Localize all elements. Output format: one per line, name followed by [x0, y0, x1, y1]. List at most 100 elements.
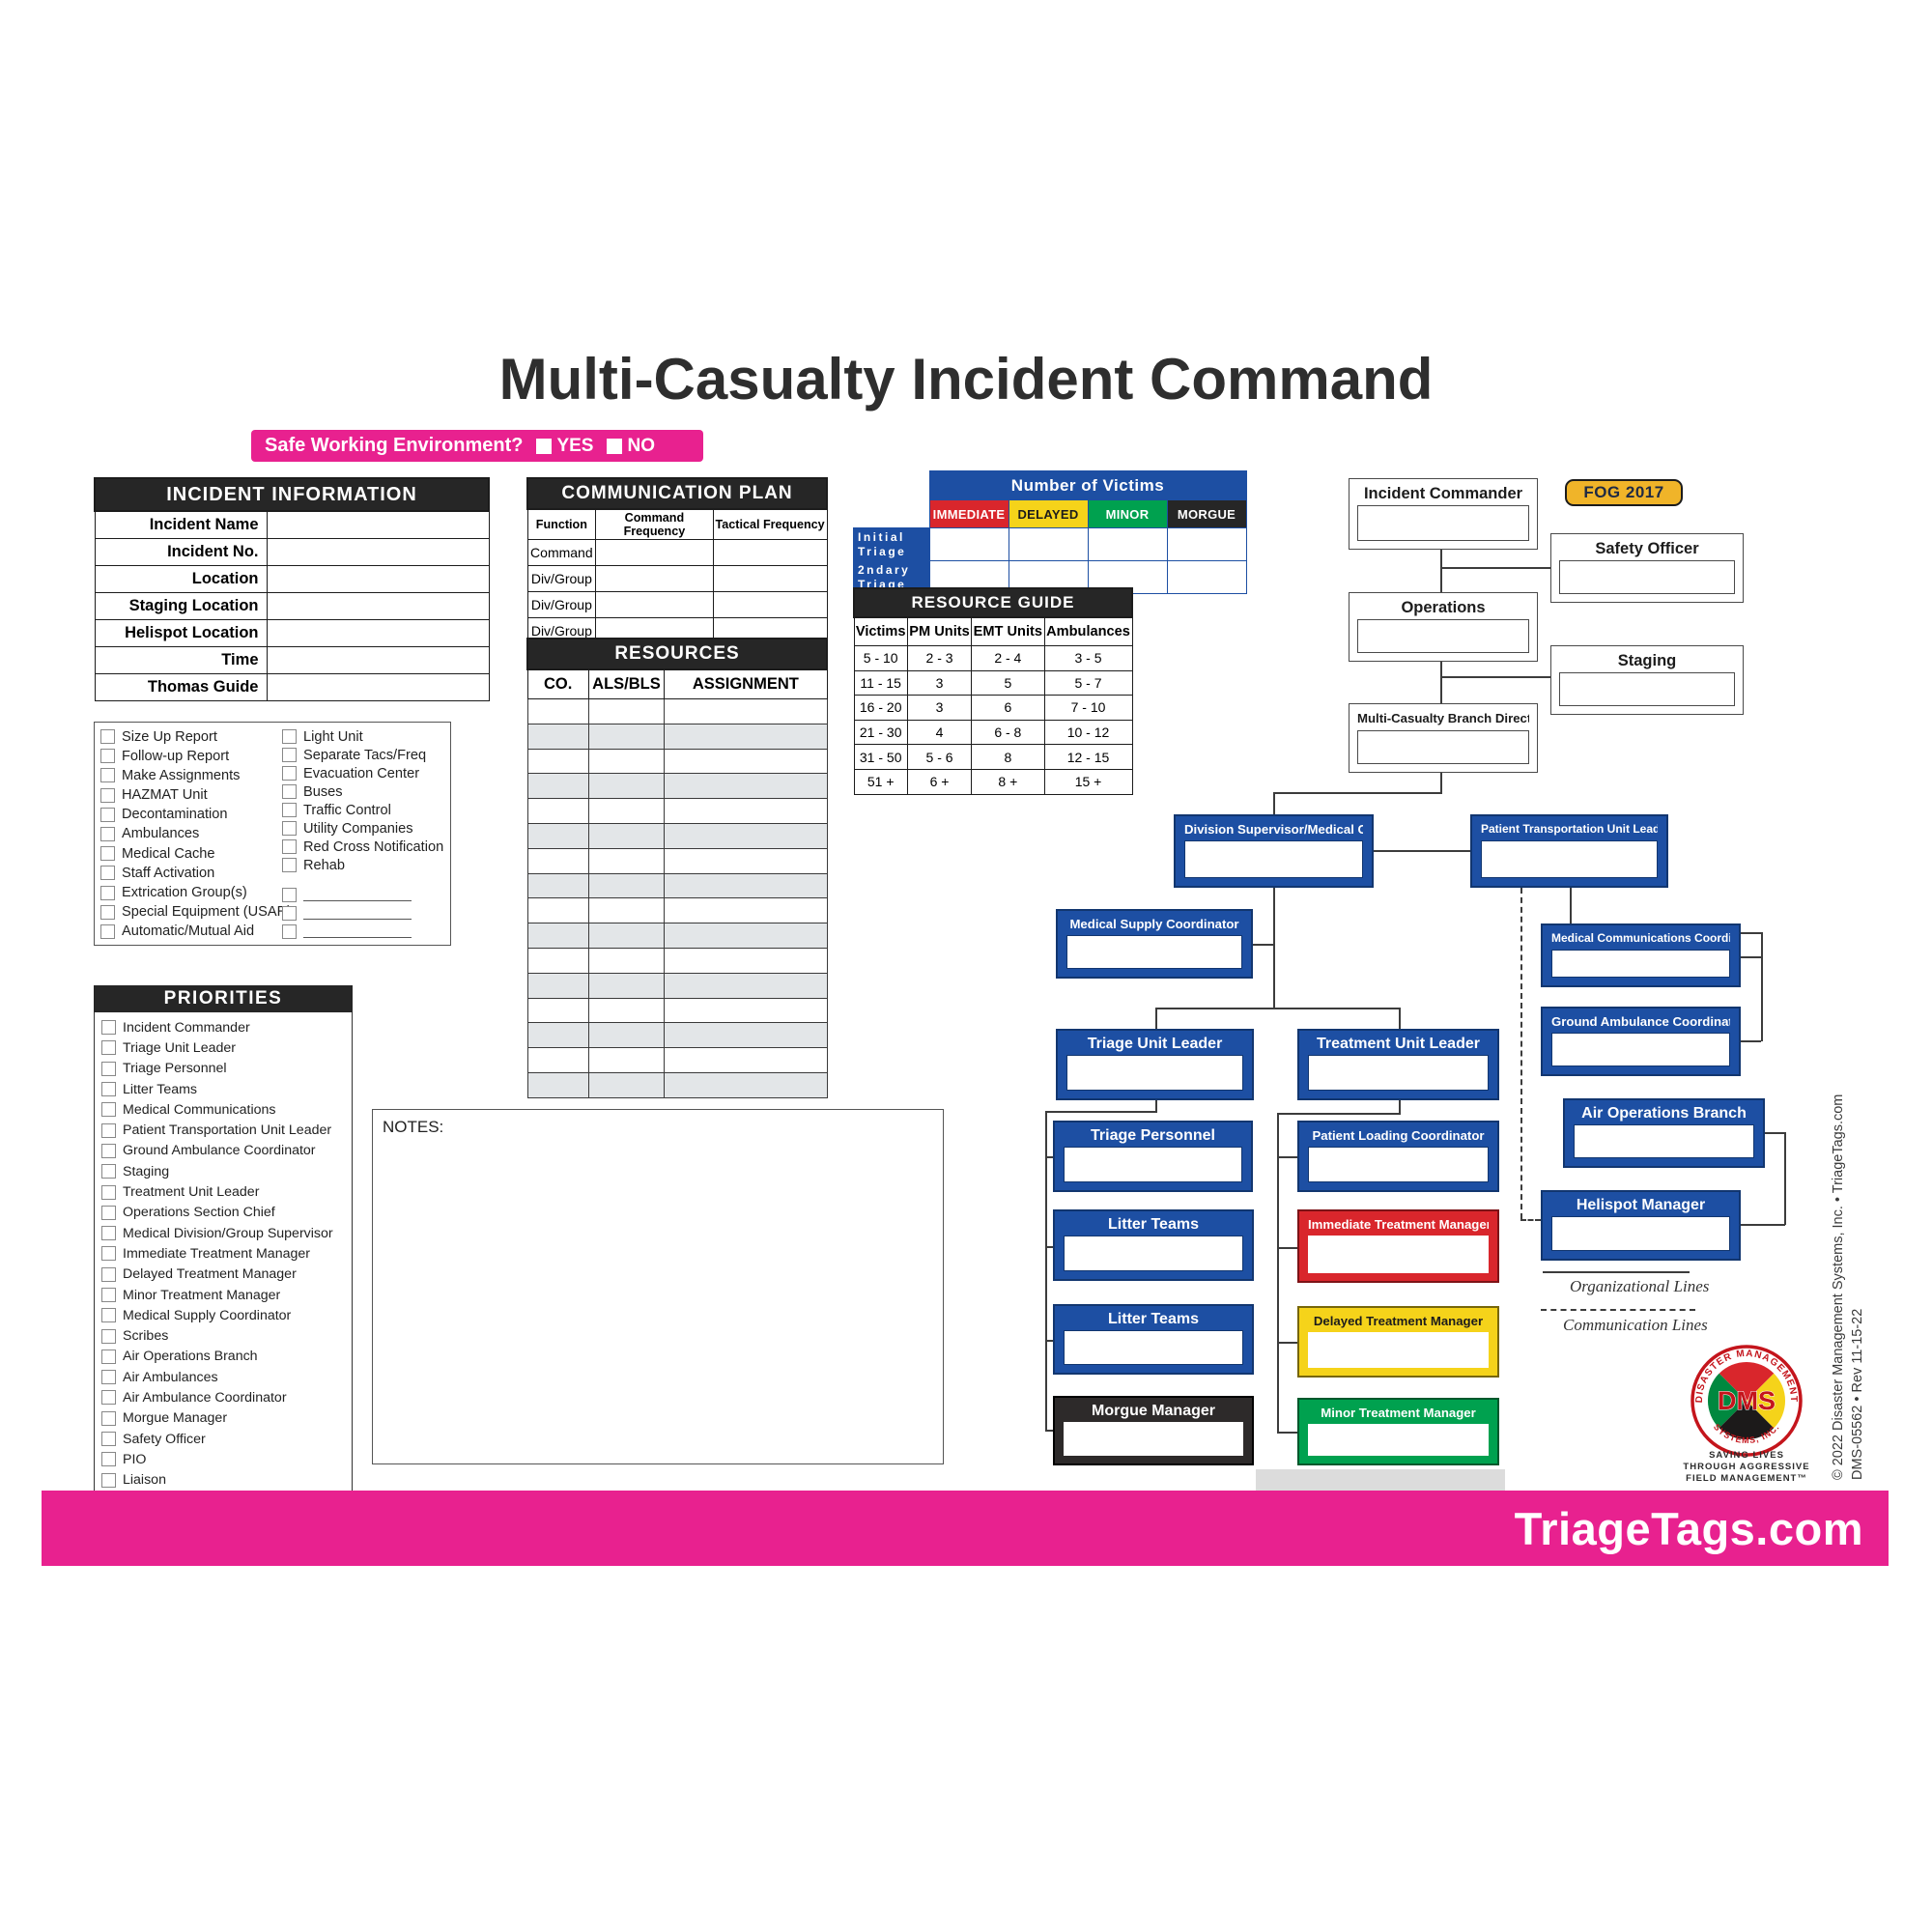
checkbox[interactable]: [101, 1246, 116, 1262]
als-bls-field[interactable]: [587, 923, 666, 949]
checkbox[interactable]: [100, 904, 115, 920]
name-slot[interactable]: [1308, 1236, 1489, 1273]
name-slot[interactable]: [1308, 1147, 1489, 1182]
als-bls-field[interactable]: [587, 947, 666, 974]
tactical-frequency-field[interactable]: [712, 539, 828, 566]
assignment-field[interactable]: [664, 1071, 828, 1098]
checkbox[interactable]: [101, 1432, 116, 1447]
checkbox[interactable]: [100, 826, 115, 841]
co-field[interactable]: [526, 1047, 589, 1073]
assignment-field[interactable]: [664, 798, 828, 824]
checkbox[interactable]: [101, 1122, 116, 1138]
co-field[interactable]: [526, 997, 589, 1024]
als-bls-field[interactable]: [587, 798, 666, 824]
name-slot[interactable]: [1308, 1055, 1489, 1091]
checkbox[interactable]: [282, 906, 297, 921]
checkbox[interactable]: [100, 807, 115, 822]
als-bls-field[interactable]: [587, 698, 666, 724]
victim-count-field[interactable]: [928, 527, 1009, 561]
als-bls-field[interactable]: [587, 997, 666, 1024]
checkbox[interactable]: [100, 846, 115, 862]
checkbox[interactable]: [101, 1143, 116, 1158]
checkbox[interactable]: [282, 729, 297, 744]
checkbox[interactable]: [100, 866, 115, 881]
co-field[interactable]: [526, 723, 589, 750]
assignment-field[interactable]: [664, 847, 828, 874]
als-bls-field[interactable]: [587, 1022, 666, 1049]
checkbox[interactable]: [101, 1390, 116, 1406]
assignment-field[interactable]: [664, 997, 828, 1024]
checkbox[interactable]: [101, 1226, 116, 1241]
checkbox[interactable]: [101, 1082, 116, 1097]
co-field[interactable]: [526, 897, 589, 924]
name-slot[interactable]: [1064, 1330, 1243, 1365]
checkbox[interactable]: [101, 1020, 116, 1036]
name-slot[interactable]: [1551, 950, 1730, 978]
checkbox[interactable]: [282, 821, 297, 836]
checkbox[interactable]: [100, 923, 115, 939]
co-field[interactable]: [526, 847, 589, 874]
incident-info-value-field[interactable]: [266, 565, 490, 593]
checkbox[interactable]: [101, 1370, 116, 1385]
co-field[interactable]: [526, 923, 589, 949]
checkbox[interactable]: [101, 1349, 116, 1364]
checkbox[interactable]: [282, 839, 297, 854]
name-slot[interactable]: [1308, 1424, 1489, 1456]
checkbox[interactable]: [100, 768, 115, 783]
name-slot[interactable]: [1559, 672, 1735, 706]
name-slot[interactable]: [1308, 1332, 1489, 1368]
checkbox[interactable]: [101, 1205, 116, 1220]
name-slot[interactable]: [1481, 840, 1658, 878]
name-slot[interactable]: [1064, 1236, 1243, 1271]
name-slot[interactable]: [1551, 1216, 1730, 1251]
assignment-field[interactable]: [664, 1047, 828, 1073]
checkbox[interactable]: [100, 885, 115, 900]
write-in-blank[interactable]: [303, 907, 412, 920]
checkbox[interactable]: [282, 784, 297, 799]
tactical-frequency-field[interactable]: [712, 565, 828, 592]
checkbox[interactable]: [101, 1040, 116, 1056]
co-field[interactable]: [526, 872, 589, 899]
checkbox[interactable]: [101, 1472, 116, 1488]
tactical-frequency-field[interactable]: [712, 591, 828, 618]
checkbox[interactable]: [101, 1452, 116, 1467]
assignment-field[interactable]: [664, 773, 828, 800]
als-bls-field[interactable]: [587, 1047, 666, 1073]
co-field[interactable]: [526, 1071, 589, 1098]
co-field[interactable]: [526, 748, 589, 775]
name-slot[interactable]: [1357, 730, 1529, 764]
checkbox[interactable]: [101, 1266, 116, 1282]
co-field[interactable]: [526, 1022, 589, 1049]
assignment-field[interactable]: [664, 972, 828, 999]
assignment-field[interactable]: [664, 1022, 828, 1049]
write-in-blank[interactable]: [303, 925, 412, 938]
victim-count-field[interactable]: [1166, 560, 1247, 594]
co-field[interactable]: [526, 972, 589, 999]
name-slot[interactable]: [1066, 1055, 1243, 1091]
checkbox[interactable]: [282, 888, 297, 902]
name-slot[interactable]: [1184, 840, 1363, 878]
assignment-field[interactable]: [664, 897, 828, 924]
victim-count-field[interactable]: [1166, 527, 1247, 561]
name-slot[interactable]: [1357, 619, 1529, 653]
assignment-field[interactable]: [664, 723, 828, 750]
als-bls-field[interactable]: [587, 822, 666, 849]
assignment-field[interactable]: [664, 923, 828, 949]
checkbox[interactable]: [282, 924, 297, 939]
incident-info-value-field[interactable]: [266, 592, 490, 620]
assignment-field[interactable]: [664, 698, 828, 724]
als-bls-field[interactable]: [587, 872, 666, 899]
checkbox[interactable]: [101, 1164, 116, 1179]
checkbox[interactable]: [282, 803, 297, 817]
notes-area[interactable]: NOTES:: [372, 1109, 944, 1464]
checkbox[interactable]: [101, 1102, 116, 1118]
als-bls-field[interactable]: [587, 1071, 666, 1098]
assignment-field[interactable]: [664, 748, 828, 775]
als-bls-field[interactable]: [587, 972, 666, 999]
als-bls-field[interactable]: [587, 723, 666, 750]
checkbox[interactable]: [101, 1184, 116, 1200]
checkbox[interactable]: [101, 1328, 116, 1344]
name-slot[interactable]: [1357, 505, 1529, 541]
als-bls-field[interactable]: [587, 773, 666, 800]
name-slot[interactable]: [1064, 1147, 1242, 1182]
